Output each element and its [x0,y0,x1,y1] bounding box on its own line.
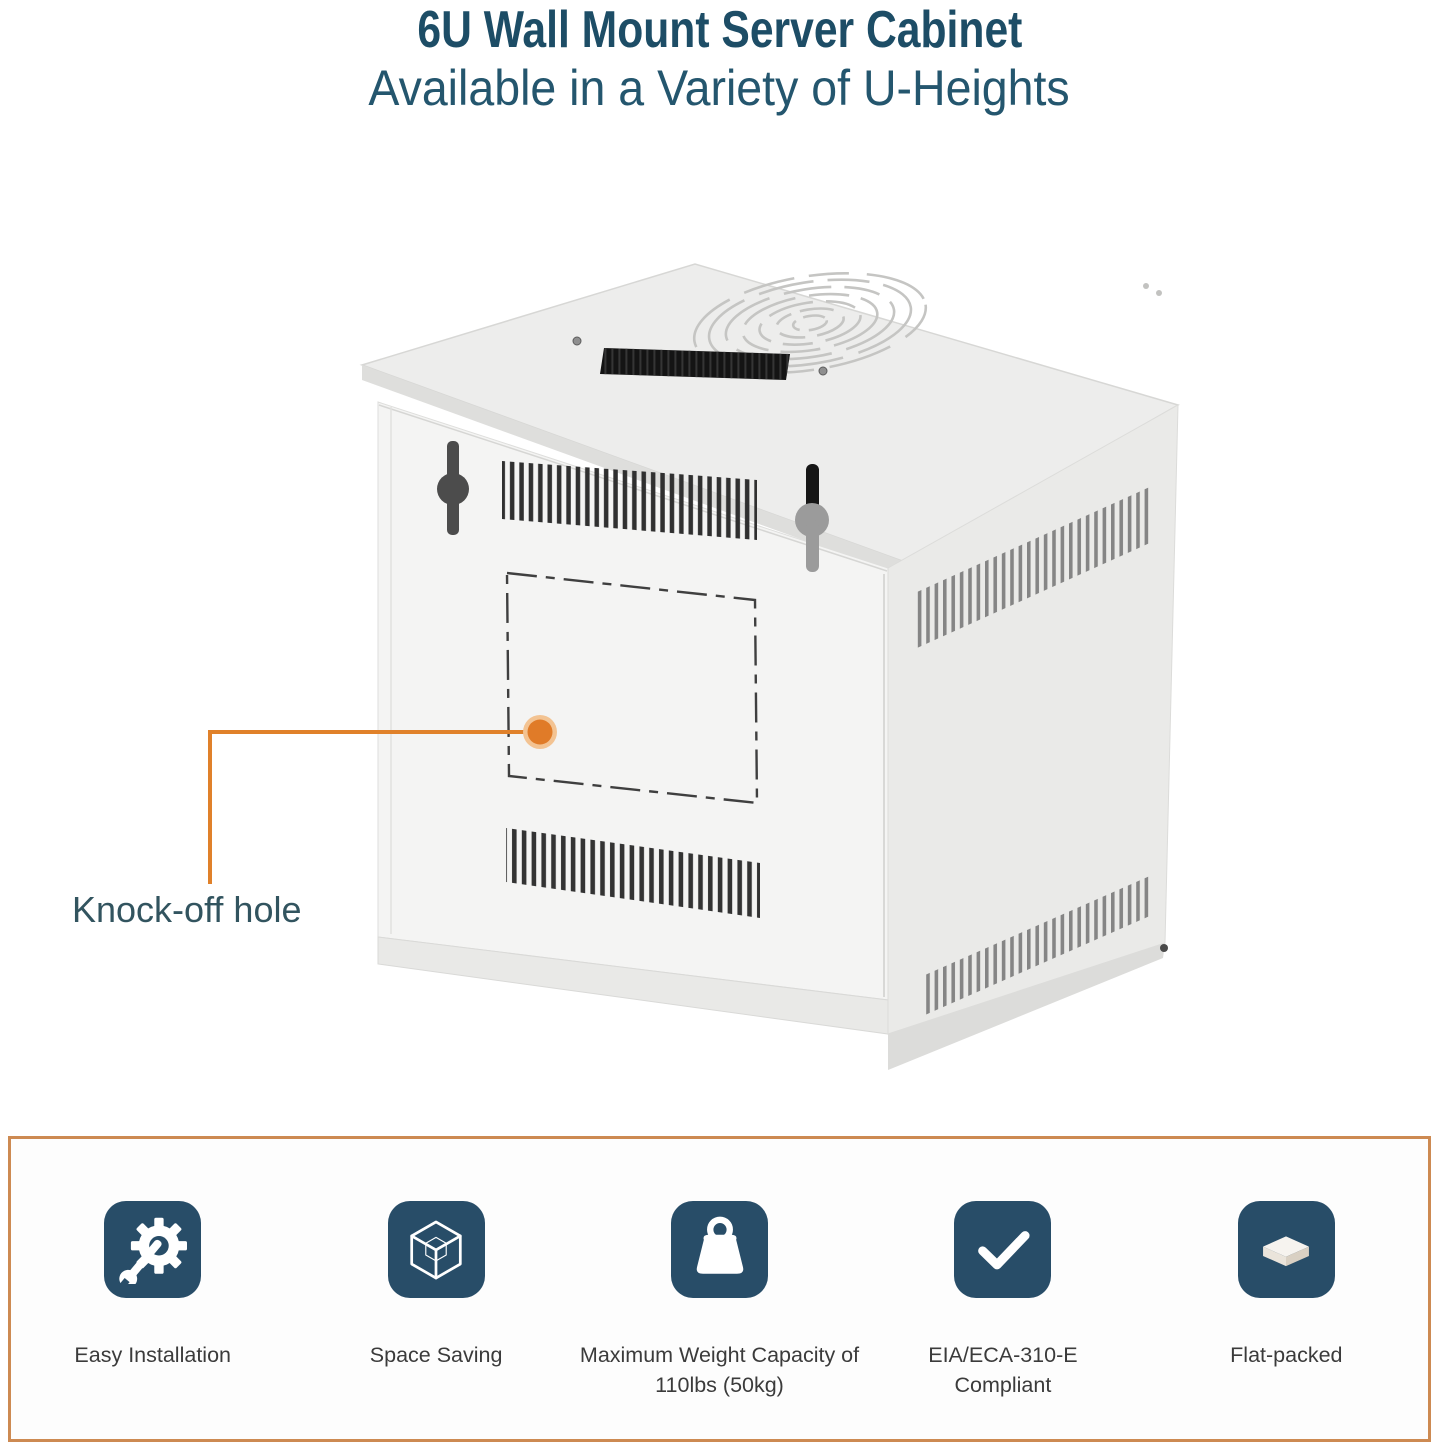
fan-vent [692,271,928,375]
side-vent-top [917,486,1152,648]
features-bar: Easy Installation S [8,1136,1431,1442]
brush-slot [572,336,828,380]
feature-label: Easy Installation [74,1343,231,1367]
lid-screw-icon [1143,283,1149,289]
keyhole-slot-right [795,464,829,572]
feature-tile [954,1201,1052,1298]
page-subtitle: Available in a Variety of U-Heights [368,60,1071,117]
cube-wireframe-icon [410,1220,462,1279]
annotation-dot [527,719,553,745]
feature-compliant: EIA/ECA-310-E Compliant [861,1201,1144,1400]
checkmark-icon [978,1230,1030,1269]
feature-label: EIA/ECA-310-E Compliant [928,1343,1078,1398]
front-vent-top [502,461,757,540]
foot-icon [1160,944,1168,952]
page-title: 6U Wall Mount Server Cabinet [417,1,1022,59]
lid-screw-icon [1156,290,1162,296]
feature-space-saving: Space Saving [294,1201,577,1370]
front-vent-bottom [506,828,760,918]
annotation-line [208,730,527,884]
feature-tile [1237,1201,1335,1298]
feature-tile [104,1201,202,1298]
screw-icon [572,336,582,346]
feature-tile [671,1201,769,1298]
feature-label: Flat-packed [1230,1343,1343,1367]
wrench-gear-icon [118,1217,187,1284]
feature-easy-installation: Easy Installation [11,1201,294,1370]
side-vent-bottom [925,875,1152,1015]
annotation-knock-off-label: Knock-off hole [72,889,302,930]
header: 6U Wall Mount Server Cabinet Available i… [0,0,1439,116]
flat-box-icon [1263,1235,1310,1266]
feature-max-weight: Maximum Weight Capacity of 110lbs (50kg) [578,1201,861,1400]
feature-label: Maximum Weight Capacity of 110lbs (50kg) [579,1343,860,1398]
screw-icon [818,366,828,376]
feature-label: Space Saving [369,1343,503,1367]
feature-flat-packed: Flat-packed [1145,1201,1428,1370]
knock-off-outline [505,571,759,805]
feature-tile [387,1201,485,1298]
weight-icon [696,1216,743,1274]
cabinet-base-side [888,943,1165,1070]
keyhole-slot-left [437,441,469,535]
